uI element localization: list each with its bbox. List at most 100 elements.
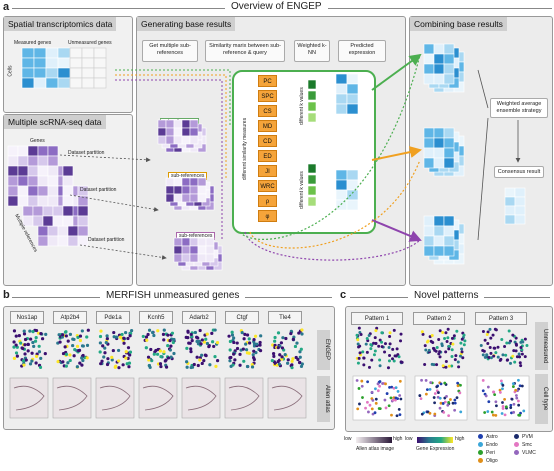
- cell-type-dot: [487, 400, 491, 404]
- engep-dot: [60, 335, 64, 339]
- cell-type-dot: [518, 413, 522, 417]
- cell-type-dot: [438, 396, 442, 400]
- engep-dot: [172, 337, 176, 342]
- unmeasured-dot: [447, 364, 451, 368]
- engep-dot: [75, 365, 79, 369]
- engep-dot: [22, 332, 27, 336]
- engep-dot: [185, 360, 189, 364]
- consensus-matrix: [504, 187, 526, 225]
- unmeasured-dot: [453, 358, 457, 362]
- engep-dot: [141, 334, 145, 339]
- cell-type-dot: [510, 397, 514, 401]
- unmeasured-dot: [387, 345, 391, 349]
- unmeasured-genes-label: Unmeasured genes: [68, 40, 112, 46]
- consensus-cell: [514, 214, 526, 225]
- engep-dot: [251, 353, 255, 357]
- unmeasured-dot: [357, 326, 361, 330]
- engep-dot: [12, 356, 17, 360]
- unmeasured-dot: [459, 341, 463, 345]
- unmeasured-dot: [356, 361, 360, 365]
- unmeasured-dot: [519, 346, 523, 350]
- cell-type-dot: [511, 385, 515, 388]
- cell-type-dot: [518, 384, 522, 388]
- unmeasured-dot: [438, 355, 442, 359]
- engep-dot: [232, 352, 236, 356]
- cell-type-swatch: [478, 434, 483, 440]
- unmeasured-dot: [388, 335, 392, 339]
- engep-dot: [250, 362, 254, 367]
- engep-dot: [78, 361, 82, 365]
- cell-type-dot: [366, 380, 370, 384]
- cell-type-dot: [498, 388, 502, 392]
- engep-dot: [80, 363, 84, 367]
- knn-bar: [307, 101, 317, 112]
- unmeasured-dot: [357, 356, 361, 360]
- cell-type-dot: [376, 389, 380, 393]
- cell-type-dot: [378, 384, 382, 388]
- subref-cell: [205, 253, 215, 263]
- unmeasured-dot: [380, 345, 384, 349]
- cell-type-dot: [366, 400, 369, 404]
- unmeasured-dot: [518, 355, 522, 359]
- engep-dot: [169, 355, 173, 359]
- unmeasured-dot: [424, 348, 428, 352]
- unmeasured-dot: [450, 348, 454, 352]
- cell-type-dot: [438, 406, 442, 410]
- cell-type-dot: [446, 403, 450, 407]
- engep-dot: [168, 348, 172, 352]
- unmeasured-dot: [486, 330, 490, 334]
- engep-dot: [78, 338, 83, 343]
- unmeasured-dot: [444, 365, 448, 369]
- allen-atlas-image: [181, 377, 221, 419]
- engep-dot: [43, 352, 47, 356]
- engep-dot: [111, 348, 115, 353]
- engep-dot: [22, 363, 26, 367]
- engep-row-label: ENGEP: [317, 330, 330, 370]
- unmeasured-dot: [508, 361, 512, 365]
- cell-type-dot: [395, 414, 399, 418]
- engep-dot: [34, 361, 38, 365]
- cell-type-dot: [456, 384, 460, 388]
- unmeasured-dot: [513, 360, 517, 364]
- allen-atlas-image: [138, 377, 178, 419]
- panel-a-title: Overview of ENGEP: [225, 1, 328, 12]
- engep-dot: [272, 354, 276, 358]
- cell-type-dot: [371, 412, 375, 416]
- unmeasured-dot: [369, 347, 373, 351]
- unmeasured-dot: [456, 360, 460, 364]
- unmeasured-dot: [357, 345, 361, 349]
- allen-atlas-image-label: Allen atlas image: [356, 446, 395, 452]
- engep-dot: [233, 358, 237, 362]
- engep-dot: [100, 359, 104, 363]
- engep-dot: [228, 348, 232, 352]
- engep-dot: [200, 353, 204, 357]
- engep-dot: [39, 356, 43, 360]
- cell-type-swatch: [478, 450, 483, 456]
- engep-dot: [235, 346, 240, 351]
- cell-type-dot: [433, 412, 437, 416]
- cell-type-dot: [381, 382, 384, 385]
- cell-type-legend-item: Smc: [514, 442, 532, 448]
- method-4: CD: [258, 135, 277, 147]
- engep-dot: [212, 344, 216, 349]
- combined-cell: [443, 245, 455, 257]
- unmeasured-dot: [460, 337, 464, 341]
- method-6: JI: [258, 165, 277, 177]
- spatial-matrix: [21, 47, 107, 89]
- engep-dot: [61, 333, 65, 337]
- pattern-images: [352, 326, 530, 421]
- allen-atlas-image: [52, 377, 92, 419]
- engep-dot: [12, 340, 16, 344]
- engep-dot: [244, 348, 249, 352]
- engep-dot: [293, 344, 298, 349]
- engep-dot: [245, 351, 250, 355]
- cell-type-dot: [453, 401, 457, 405]
- cell-type-dot: [428, 411, 432, 415]
- engep-dot: [37, 350, 42, 354]
- engep-dot: [148, 365, 152, 370]
- cell-type-legend-item: PVM: [514, 434, 533, 440]
- cell-type-dot: [447, 400, 451, 404]
- cell-type-dot: [425, 388, 429, 392]
- unmeasured-dot: [462, 333, 466, 337]
- unmeasured-dot: [427, 348, 431, 352]
